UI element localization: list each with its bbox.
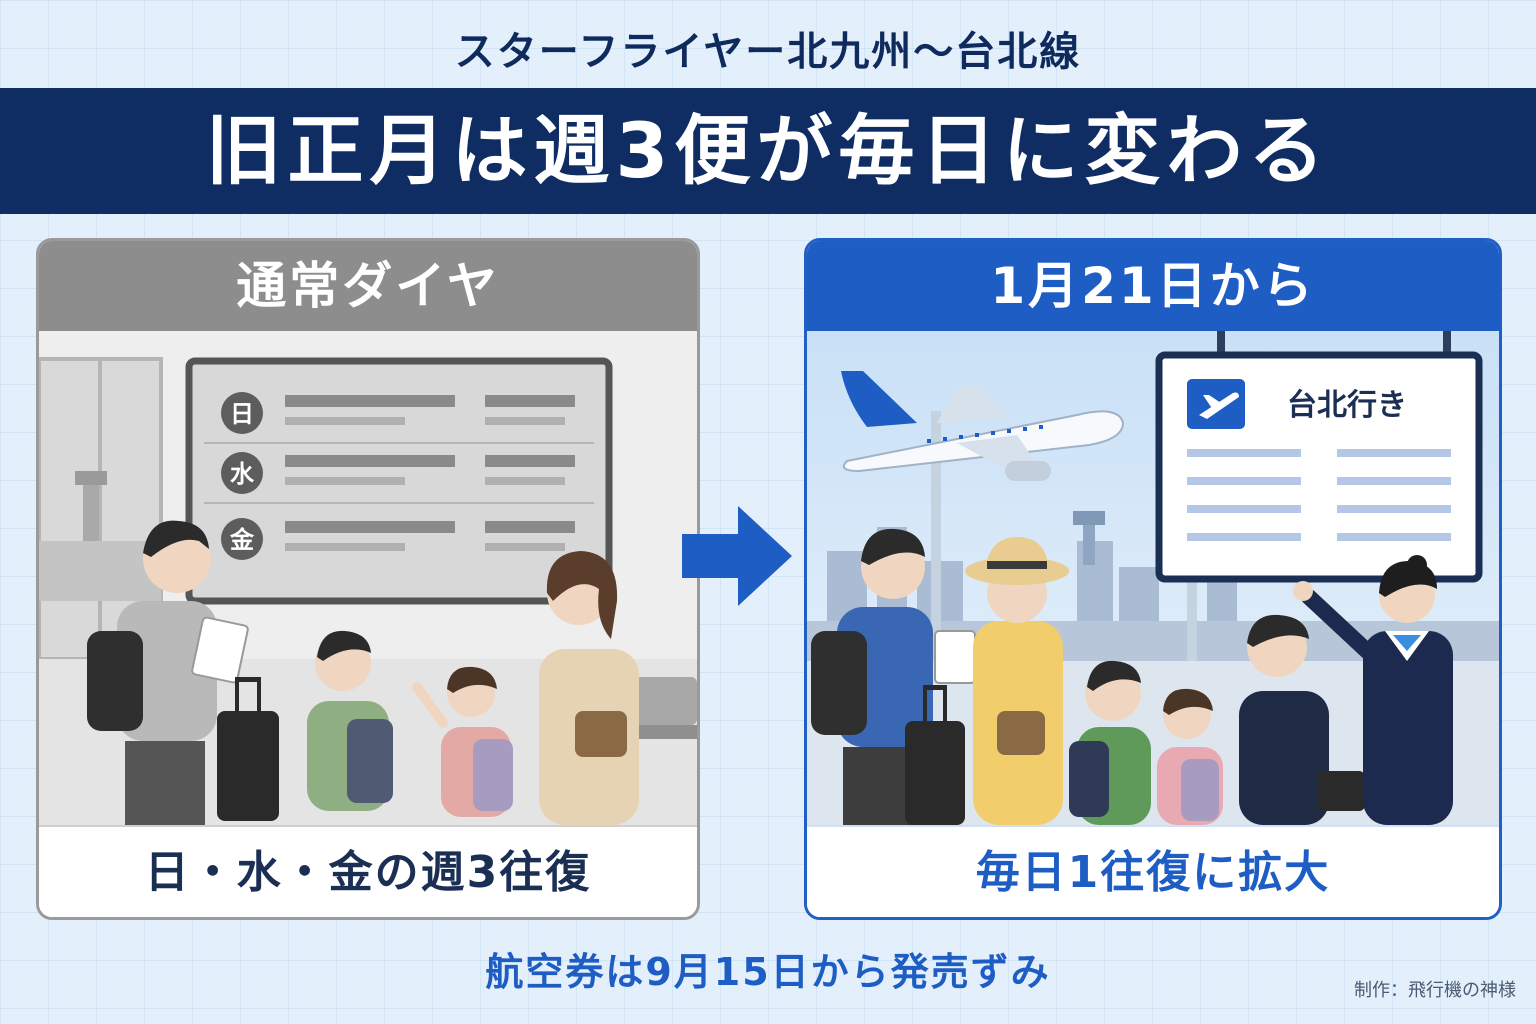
- traveler-girl-new: [1157, 688, 1223, 825]
- panel-new-schedule: 1月21日から: [804, 238, 1502, 920]
- traveler-boy: [307, 630, 393, 811]
- panel-new-footer: 毎日1往復に拡大: [807, 825, 1499, 917]
- traveler-father-new: [811, 528, 976, 825]
- traveler-girl: [412, 666, 513, 817]
- airplane-illustration: [841, 371, 1125, 481]
- board-row-3: [221, 518, 575, 560]
- title-band: 旧正月は週3便が毎日に変わる: [0, 88, 1536, 214]
- traveler-father: [87, 520, 249, 825]
- arrow-right-icon: [682, 506, 792, 606]
- panel-new-heading: 1月21日から: [807, 241, 1499, 331]
- ticket-sale-note: 航空券は9月15日から発売ずみ: [485, 950, 1051, 994]
- board-day-wednesday: 水: [230, 460, 255, 488]
- traveler-mother: [539, 551, 639, 825]
- subtitle: スターフライヤー北九州〜台北線: [454, 29, 1082, 75]
- board-day-sunday: 日: [230, 400, 254, 428]
- scene-new: 台北行き: [807, 331, 1499, 825]
- board-row-1: [221, 392, 575, 434]
- page-title: 旧正月は週3便が毎日に変わる: [205, 106, 1331, 195]
- credit: 制作：飛行機の神様: [1354, 980, 1516, 1001]
- board-title: 台北行き: [1287, 388, 1407, 423]
- suitcase-right: [905, 685, 965, 825]
- panel-regular-heading: 通常ダイヤ: [39, 241, 697, 331]
- suitcase-left: [217, 677, 279, 821]
- panel-regular-footer: 日・水・金の週3往復: [39, 825, 697, 917]
- traveler-mother-new: [965, 537, 1069, 825]
- board-row-2: [221, 452, 575, 494]
- traveler-businessman: [1239, 614, 1365, 825]
- traveler-boy-new: [1069, 660, 1151, 825]
- panel-regular-schedule: 通常ダイヤ: [36, 238, 700, 920]
- scene-regular: 日 水 金: [39, 331, 697, 825]
- board-day-friday: 金: [229, 526, 255, 554]
- staff-attendant: [1293, 555, 1453, 825]
